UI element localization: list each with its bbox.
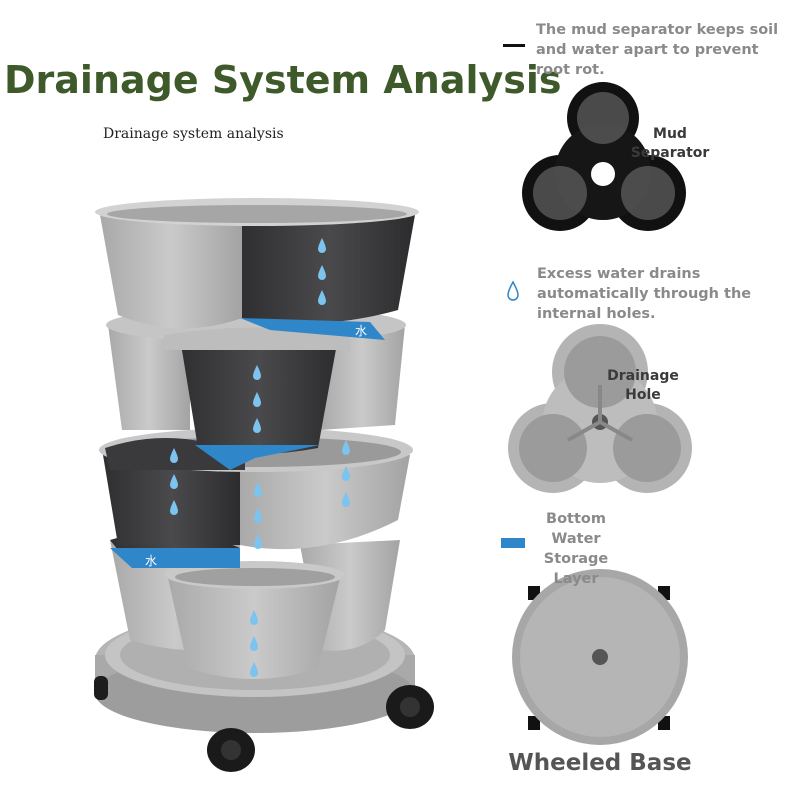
mud-separator-image bbox=[522, 82, 686, 231]
mud-separator-label: Mud Separator bbox=[630, 126, 710, 161]
water-char-upper: 水 bbox=[355, 324, 368, 338]
water-droplets bbox=[170, 238, 350, 677]
wheels bbox=[94, 676, 434, 772]
storage-layer-marker bbox=[501, 538, 525, 548]
mud-separator-note: The mud separator keeps soil and water a… bbox=[536, 22, 779, 78]
drainage-hole-label: Drainage Hole bbox=[607, 368, 679, 403]
storage-layer-note: Bottom Water Storage Layer bbox=[543, 511, 609, 587]
wheeled-base-label: Wheeled Base bbox=[508, 750, 692, 776]
wheeled-base-image bbox=[512, 569, 688, 745]
tier-1 bbox=[95, 198, 419, 340]
page-title: Drainage System Analysis bbox=[4, 58, 562, 102]
water-char-lower: 水 bbox=[145, 554, 158, 568]
drainage-hole-image bbox=[508, 324, 692, 493]
page-subtitle: Drainage system analysis bbox=[103, 126, 284, 142]
callout-dash-marker bbox=[503, 44, 525, 47]
tier-4 bbox=[110, 531, 400, 679]
drain-note: Excess water drains automatically throug… bbox=[537, 266, 752, 322]
